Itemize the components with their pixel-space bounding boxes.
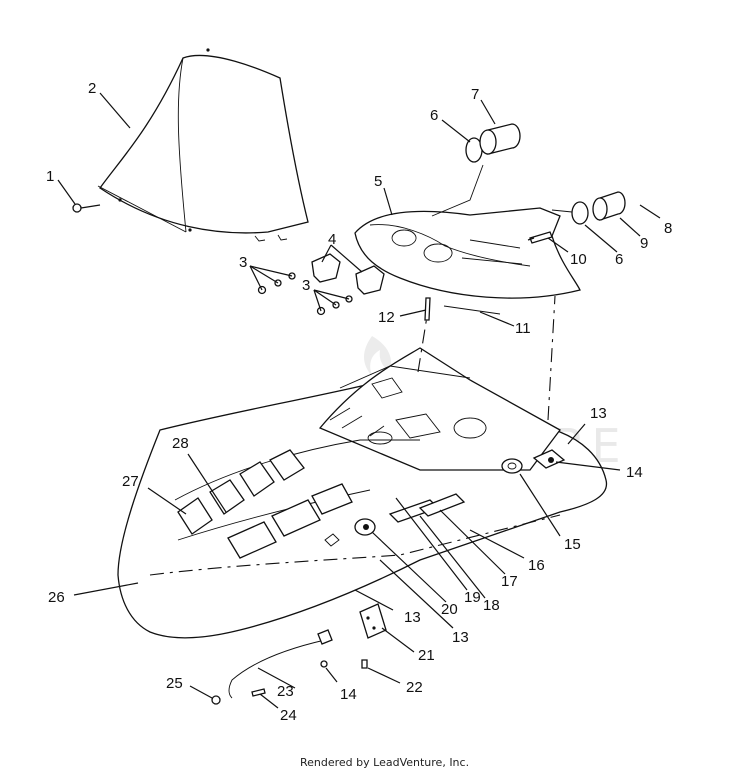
callout-3a: 3 [239,254,247,271]
screw-1 [72,203,101,213]
leader-lines [57,92,661,709]
callout-11: 11 [515,320,531,337]
cable-23 [211,629,368,705]
callout-20: 20 [441,601,458,618]
callout-1: 1 [46,168,54,185]
switch-10 [527,231,553,244]
callout-5: 5 [374,173,382,190]
callout-labels: 1 2 3 3 4 5 6 6 7 8 9 10 11 12 13 13 13 … [46,80,672,724]
callout-17: 17 [501,573,518,590]
footer-credit: Rendered by LeadVenture, Inc. [300,756,469,769]
callout-4: 4 [328,231,336,248]
callout-9: 9 [640,235,648,252]
callout-24: 24 [280,707,297,724]
callout-7: 7 [471,86,479,103]
callout-15: 15 [564,536,581,553]
callout-26: 26 [48,589,65,606]
callout-21: 21 [418,647,435,664]
callout-6b: 6 [615,251,623,268]
callout-2: 2 [88,80,96,97]
gauge-9 [571,191,626,225]
stud-12 [424,297,431,321]
cable-11 [443,305,501,315]
callout-27: 27 [122,473,139,490]
callout-13a: 13 [590,405,607,422]
gauge-7 [465,123,521,163]
gauge-wire-2 [551,209,573,213]
brackets-4 [311,253,385,295]
hood [117,295,608,639]
windshield [97,48,309,242]
callout-3b: 3 [302,277,310,294]
callout-23: 23 [277,683,294,700]
dash-panel [354,207,581,299]
callout-19: 19 [464,589,481,606]
callout-22: 22 [406,679,423,696]
callout-12: 12 [378,309,395,326]
callout-13c: 13 [452,629,469,646]
callout-10: 10 [570,251,587,268]
callout-14a: 14 [626,464,643,481]
callout-13b: 13 [404,609,421,626]
callout-28: 28 [172,435,189,452]
callout-16: 16 [528,557,545,574]
gauge-wire [431,164,484,217]
callout-6a: 6 [430,107,438,124]
callout-14b: 14 [340,686,357,703]
callout-25: 25 [166,675,183,692]
callout-8: 8 [664,220,672,237]
callout-18: 18 [483,597,500,614]
